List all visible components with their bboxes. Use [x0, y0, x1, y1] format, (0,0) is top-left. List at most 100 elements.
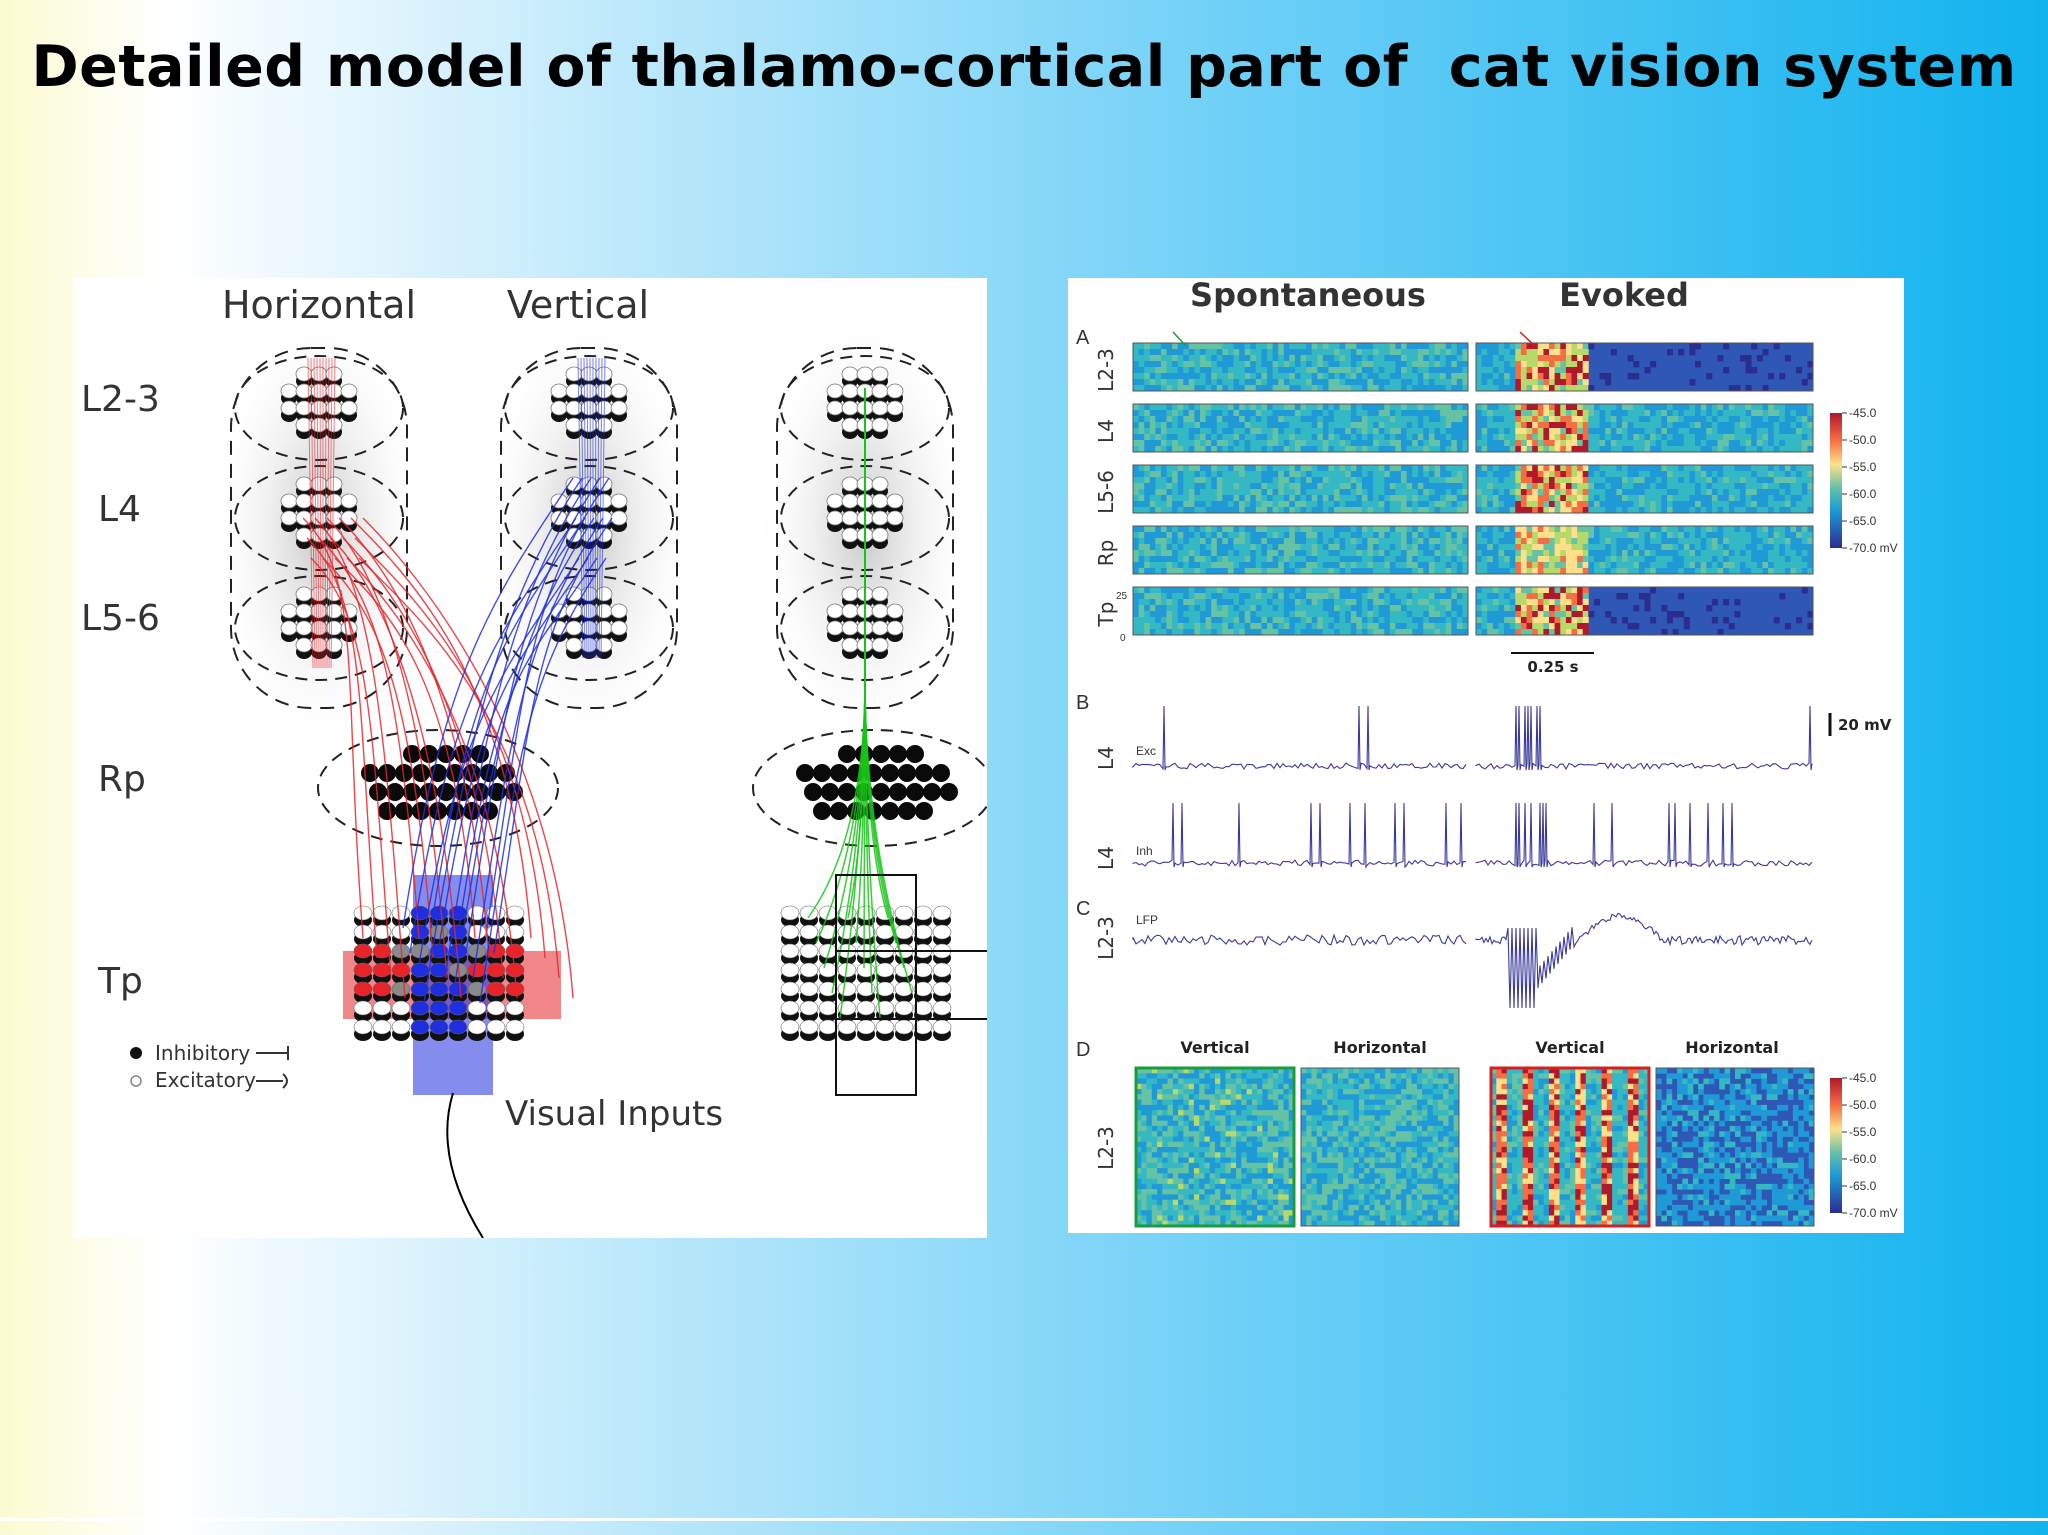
heatmap-cell — [1440, 629, 1447, 636]
heatmap-cell — [1133, 550, 1139, 557]
heatmap-cell — [1311, 416, 1318, 423]
heatmap-cell — [1294, 556, 1301, 563]
heatmap-cell — [1378, 489, 1385, 496]
heatmap-cell — [1306, 550, 1313, 557]
heatmap-cell — [1456, 501, 1463, 508]
heatmap-cell — [1227, 593, 1234, 600]
heatmap-cell — [1172, 489, 1179, 496]
heatmap-cell — [1216, 501, 1223, 508]
heatmap-cell — [1166, 495, 1173, 502]
heatmap-cell — [1796, 416, 1803, 423]
heatmap-cell — [1526, 361, 1533, 368]
heatmap-cell — [1317, 477, 1324, 484]
heatmap-cell — [1211, 544, 1218, 551]
heatmap-cell — [1367, 617, 1374, 624]
heatmap-cell — [1239, 629, 1246, 636]
rp-neuron — [429, 764, 447, 782]
heatmap-cell — [1790, 568, 1797, 575]
heatmap-cell — [1378, 355, 1385, 362]
heatmap-cell — [1155, 379, 1162, 386]
heatmap-cell — [1554, 349, 1561, 356]
heatmap-cell — [1389, 526, 1396, 533]
heatmap-cell — [1417, 416, 1424, 423]
heatmap-cell — [1504, 489, 1511, 496]
heatmap-cell — [1627, 428, 1634, 435]
heatmap-cell — [1627, 538, 1634, 545]
heatmap-cell — [1317, 349, 1324, 356]
heatmap-cell — [1756, 550, 1763, 557]
heatmap-cell — [1289, 568, 1296, 575]
heatmap-cell — [1160, 562, 1167, 569]
heatmap-cell — [1317, 434, 1324, 441]
heatmap-cell — [1149, 422, 1156, 429]
heatmap-cell — [1378, 544, 1385, 551]
heatmap-cell — [1294, 526, 1301, 533]
heatmap-cell — [1166, 507, 1173, 514]
heatmap-cell — [1278, 611, 1285, 618]
heatmap-cell — [1244, 507, 1251, 514]
heatmap-cell — [1554, 477, 1561, 484]
heatmap-cell — [1350, 483, 1357, 490]
heatmap-cell — [1509, 410, 1516, 417]
heatmap-cell — [1476, 587, 1482, 594]
heatmap-cell — [1779, 526, 1786, 533]
heatmap-cell — [1451, 587, 1458, 594]
heatmap-cell — [1610, 550, 1617, 557]
heatmap-cell — [1406, 544, 1413, 551]
heatmap-cell — [1650, 556, 1657, 563]
heatmap-cell — [1565, 556, 1572, 563]
heatmap-cell — [1644, 367, 1651, 374]
heatmap-cell — [1756, 526, 1763, 533]
heatmap-cell — [1504, 465, 1511, 472]
heatmap-cell — [1481, 587, 1488, 594]
heatmap-cell — [1537, 367, 1544, 374]
heatmap-cell — [1339, 538, 1346, 545]
heatmap-cell — [1689, 495, 1696, 502]
heatmap-cell — [1481, 379, 1488, 386]
heatmap-cell — [1504, 562, 1511, 569]
heatmap-cell — [1440, 556, 1447, 563]
heatmap-cell — [1255, 343, 1262, 350]
heatmap-cell — [1784, 489, 1791, 496]
heatmap-cell — [1543, 440, 1550, 447]
heatmap-cell — [1773, 422, 1780, 429]
heatmap-cell — [1356, 568, 1363, 575]
heatmap-cell — [1272, 495, 1279, 502]
horizontal-projection — [362, 517, 574, 999]
heatmap-cell — [1160, 379, 1167, 386]
heatmap-cell — [1577, 416, 1584, 423]
heatmap-cell — [1356, 410, 1363, 417]
heatmap-cell — [1667, 526, 1673, 533]
heatmap-cell — [1554, 434, 1561, 441]
heatmap-cell — [1498, 556, 1505, 563]
heatmap-cell — [1216, 434, 1223, 441]
heatmap-cell — [1689, 489, 1696, 496]
heatmap-cell — [1801, 465, 1808, 472]
heatmap-cell — [1487, 404, 1494, 411]
heatmap-cell — [1622, 526, 1628, 533]
heatmap-cell — [1144, 538, 1151, 545]
heatmap-cell — [1638, 428, 1645, 435]
heatmap-cell — [1560, 416, 1567, 423]
heatmap-cell — [1345, 349, 1352, 356]
heatmap-cell — [1605, 471, 1612, 478]
heatmap-cell — [1373, 568, 1380, 575]
heatmap-cell — [1711, 556, 1718, 563]
heatmap-cell — [1384, 361, 1391, 368]
heatmap-cell — [1745, 501, 1752, 508]
heatmap-cell — [1406, 623, 1413, 630]
heatmap-cell — [1560, 568, 1567, 575]
heatmap-cell — [1334, 446, 1340, 453]
heatmap-cell — [1278, 434, 1285, 441]
heatmap-cell — [1255, 355, 1262, 362]
heatmap-cell — [1361, 410, 1368, 417]
heatmap-cell — [1633, 544, 1640, 551]
heatmap-cell — [1339, 367, 1346, 374]
heatmap-cell — [1160, 440, 1167, 447]
heatmap-cell — [1594, 550, 1600, 557]
heatmap-cell — [1378, 385, 1385, 392]
heatmap-cell — [1155, 568, 1162, 575]
heatmap-cell — [1345, 373, 1352, 380]
heatmap-cell — [1216, 379, 1223, 386]
heatmap-cell — [1807, 465, 1814, 472]
